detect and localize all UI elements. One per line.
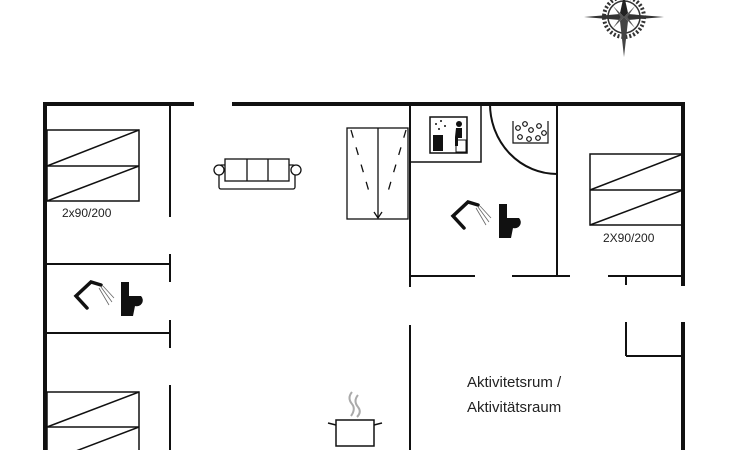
bed-icon (46, 129, 140, 202)
bed-size-label: 2x90/200 (62, 206, 112, 220)
bed-size-label: 2X90/200 (603, 231, 655, 245)
bed-icon (46, 391, 140, 450)
room-label-activity-de: Aktivitätsraum (467, 399, 561, 416)
bed-icon (589, 153, 684, 226)
shower-icon (73, 280, 115, 310)
interior-walls (45, 103, 683, 450)
toilet-icon (121, 282, 143, 316)
cooking-pot-icon (327, 391, 383, 447)
jacuzzi-icon (512, 121, 549, 144)
toilet-icon (499, 204, 521, 238)
sauna-icon (409, 103, 482, 163)
sofa-icon (213, 158, 302, 190)
compass-rose-icon (584, 0, 664, 57)
wardrobe-icon (346, 127, 409, 220)
shower-icon (450, 200, 492, 230)
room-label-activity: Aktivitetsrum / (467, 374, 562, 391)
